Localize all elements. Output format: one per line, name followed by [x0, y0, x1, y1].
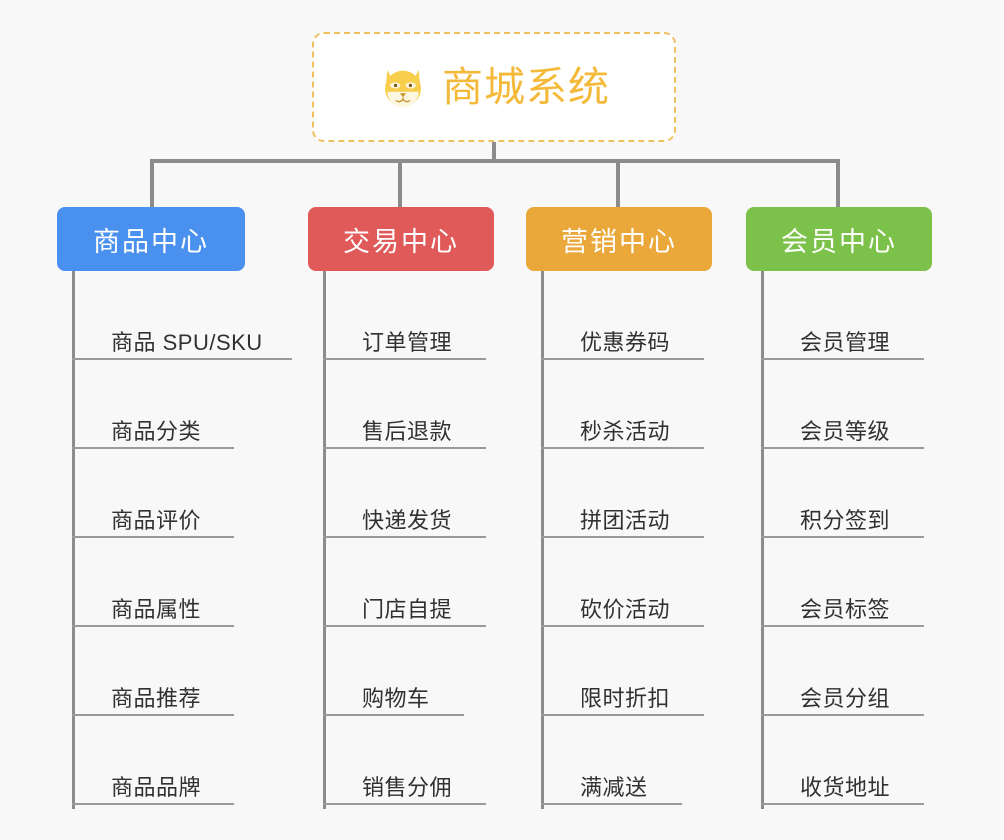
leaf-underline — [72, 358, 292, 360]
list-item[interactable]: 会员管理 — [761, 271, 924, 360]
list-item[interactable]: 会员分组 — [761, 627, 924, 716]
category-trunk-3 — [541, 271, 544, 809]
list-item[interactable]: 秒杀活动 — [541, 360, 704, 449]
list-item[interactable]: 购物车 — [323, 627, 464, 716]
list-item[interactable]: 商品 SPU/SKU — [72, 271, 292, 360]
list-item[interactable]: 销售分佣 — [323, 716, 486, 805]
category-column-2: 交易中心 订单管理 售后退款 快递发货 门店自提 购物车 — [308, 207, 494, 809]
list-item[interactable]: 优惠券码 — [541, 271, 704, 360]
leaf-underline — [541, 803, 682, 805]
leaf-label: 限时折扣 — [580, 685, 671, 711]
leaf-underline — [761, 536, 924, 538]
leaf-underline — [323, 714, 464, 716]
connector-drop-4 — [836, 159, 840, 207]
leaf-underline — [72, 714, 234, 716]
leaf-label: 购物车 — [362, 685, 430, 711]
category-trunk-2 — [323, 271, 326, 809]
leaf-underline — [761, 625, 924, 627]
list-item[interactable]: 满减送 — [541, 716, 682, 805]
connector-drop-3 — [616, 159, 620, 207]
category-column-1: 商品中心 商品 SPU/SKU 商品分类 商品评价 商品属性 商品推荐 — [57, 207, 292, 809]
category-header-2[interactable]: 交易中心 — [308, 207, 494, 271]
leaf-label: 商品 SPU/SKU — [111, 329, 263, 355]
leaf-label: 满减送 — [580, 774, 648, 800]
list-item[interactable]: 订单管理 — [323, 271, 486, 360]
list-item[interactable]: 会员等级 — [761, 360, 924, 449]
category-column-4: 会员中心 会员管理 会员等级 积分签到 会员标签 会员分组 — [746, 207, 932, 809]
list-item[interactable]: 商品分类 — [72, 360, 263, 449]
leaf-underline — [72, 536, 234, 538]
leaf-label: 商品属性 — [111, 596, 202, 622]
leaf-label: 商品分类 — [111, 418, 202, 444]
leaf-label: 会员等级 — [800, 418, 891, 444]
connector-drop-1 — [150, 159, 154, 207]
leaf-label: 秒杀活动 — [580, 418, 671, 444]
list-item[interactable]: 收货地址 — [761, 716, 924, 805]
leaf-underline — [761, 447, 924, 449]
leaf-label: 门店自提 — [362, 596, 453, 622]
connector-horizontal-bar — [150, 159, 840, 163]
leaf-underline — [761, 358, 924, 360]
leaf-label: 会员管理 — [800, 329, 891, 355]
list-item[interactable]: 商品品牌 — [72, 716, 263, 805]
leaf-underline — [541, 625, 704, 627]
leaf-label: 收货地址 — [800, 774, 891, 800]
leaf-label: 积分签到 — [800, 507, 891, 533]
leaf-underline — [761, 803, 924, 805]
leaf-label: 商品推荐 — [111, 685, 202, 711]
list-item[interactable]: 砍价活动 — [541, 538, 704, 627]
leaf-underline — [541, 447, 704, 449]
leaf-underline — [541, 536, 704, 538]
connector-drop-2 — [398, 159, 402, 207]
list-item[interactable]: 快递发货 — [323, 449, 486, 538]
leaf-label: 优惠券码 — [580, 329, 671, 355]
leaf-label: 砍价活动 — [580, 596, 671, 622]
leaf-underline — [323, 358, 486, 360]
leaf-label: 销售分佣 — [362, 774, 453, 800]
shiba-dog-face-icon — [385, 69, 421, 109]
leaf-underline — [323, 447, 486, 449]
leaf-label: 拼团活动 — [580, 507, 671, 533]
connector-root-stem — [492, 142, 496, 163]
leaf-underline — [541, 358, 704, 360]
category-trunk-4 — [761, 271, 764, 809]
leaf-underline — [541, 714, 704, 716]
leaf-underline — [72, 447, 234, 449]
leaf-label: 快递发货 — [362, 507, 453, 533]
leaf-list-3: 优惠券码 秒杀活动 拼团活动 砍价活动 限时折扣 满减送 — [541, 271, 704, 805]
list-item[interactable]: 拼团活动 — [541, 449, 704, 538]
leaf-label: 会员标签 — [800, 596, 891, 622]
leaf-underline — [323, 803, 486, 805]
leaf-label: 订单管理 — [362, 329, 453, 355]
category-header-1[interactable]: 商品中心 — [57, 207, 245, 271]
list-item[interactable]: 积分签到 — [761, 449, 924, 538]
category-header-4[interactable]: 会员中心 — [746, 207, 932, 271]
leaf-underline — [72, 625, 234, 627]
leaf-list-1: 商品 SPU/SKU 商品分类 商品评价 商品属性 商品推荐 商品品牌 — [72, 271, 292, 805]
list-item[interactable]: 商品属性 — [72, 538, 263, 627]
leaf-label: 售后退款 — [362, 418, 453, 444]
root-title: 商城系统 — [442, 63, 610, 110]
list-item[interactable]: 商品评价 — [72, 449, 263, 538]
root-node[interactable]: 商城系统 — [312, 32, 676, 142]
leaf-underline — [761, 714, 924, 716]
list-item[interactable]: 商品推荐 — [72, 627, 263, 716]
leaf-underline — [72, 803, 234, 805]
category-header-3[interactable]: 营销中心 — [526, 207, 712, 271]
leaf-list-2: 订单管理 售后退款 快递发货 门店自提 购物车 销售分佣 — [323, 271, 486, 805]
leaf-label: 会员分组 — [800, 685, 891, 711]
leaf-label: 商品评价 — [111, 507, 202, 533]
category-trunk-1 — [72, 271, 75, 809]
list-item[interactable]: 售后退款 — [323, 360, 486, 449]
list-item[interactable]: 会员标签 — [761, 538, 924, 627]
leaf-label: 商品品牌 — [111, 774, 202, 800]
leaf-list-4: 会员管理 会员等级 积分签到 会员标签 会员分组 收货地址 — [761, 271, 924, 805]
leaf-underline — [323, 625, 486, 627]
list-item[interactable]: 限时折扣 — [541, 627, 704, 716]
category-column-3: 营销中心 优惠券码 秒杀活动 拼团活动 砍价活动 限时折扣 — [526, 207, 712, 809]
leaf-underline — [323, 536, 486, 538]
list-item[interactable]: 门店自提 — [323, 538, 486, 627]
